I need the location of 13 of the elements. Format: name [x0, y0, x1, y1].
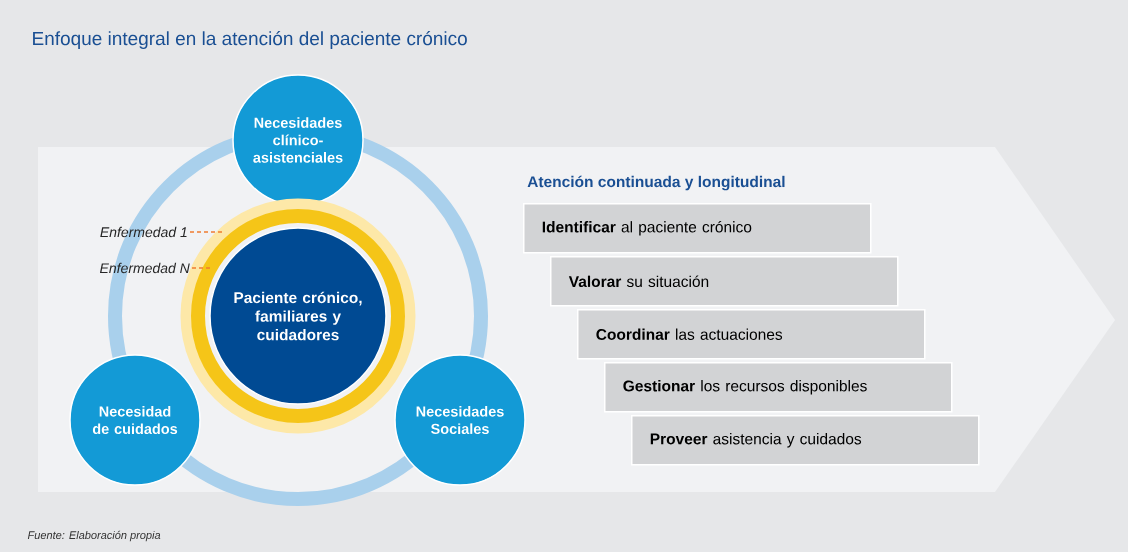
disease-label: Enfermedad 1 — [100, 226, 187, 238]
ring — [191, 209, 405, 423]
step-box: Coordinar las actuaciones — [577, 309, 926, 360]
step-box: Valorar su situación — [550, 256, 899, 307]
step-box: Proveer asistencia y cuidados — [631, 415, 980, 466]
step-box: Identificar al paciente crónico — [523, 203, 872, 254]
leader-line — [191, 267, 212, 269]
step-box: Gestionar los recursos disponibles — [604, 362, 953, 413]
caption: Fuente: Elaboración propia — [27, 530, 161, 542]
ring — [180, 198, 416, 434]
title: Enfoque integral en la atención del paciente crónico — [33, 31, 467, 49]
leader-line — [189, 231, 225, 233]
disease-label: Enfermedad N — [99, 262, 190, 274]
